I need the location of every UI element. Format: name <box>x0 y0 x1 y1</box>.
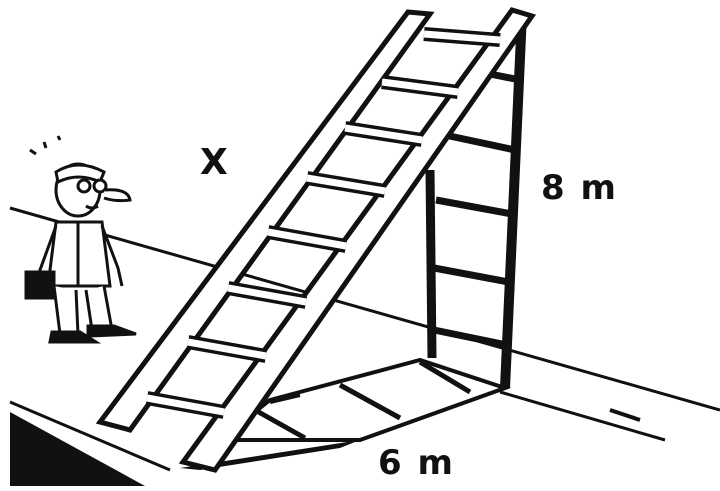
ladder-left-rail <box>95 9 435 433</box>
frame-post-left <box>425 169 437 359</box>
ground-mark <box>609 408 641 422</box>
ladder-rung-fill <box>423 30 501 44</box>
man-left-shoe <box>48 330 102 344</box>
man-left-leg <box>52 285 80 336</box>
curb-shadow <box>10 412 145 486</box>
man-right-leg <box>84 285 114 332</box>
cartoon-man <box>24 135 137 344</box>
ladder <box>95 7 537 473</box>
man-nose <box>103 188 132 203</box>
base-label: 6 m <box>378 443 455 483</box>
ground <box>9 206 720 472</box>
frame-rung <box>444 131 516 154</box>
frame-post-right <box>500 13 527 389</box>
frame-rung <box>433 326 508 349</box>
back-frame <box>425 13 527 389</box>
worry-mark <box>29 148 37 156</box>
briefcase <box>24 270 56 300</box>
man-right-shoe <box>86 324 137 338</box>
ground-right-edge <box>499 390 666 442</box>
ladder-shadow <box>180 357 512 470</box>
ground-back-edge <box>9 206 720 412</box>
unknown-length-label: X <box>200 142 228 183</box>
frame-rung <box>433 264 510 286</box>
man-right-arm <box>100 225 124 287</box>
ground-front-edge <box>9 400 171 472</box>
frame-rung <box>435 196 513 218</box>
ladder-right-rail <box>178 7 537 473</box>
height-label: 8 m <box>541 168 618 208</box>
